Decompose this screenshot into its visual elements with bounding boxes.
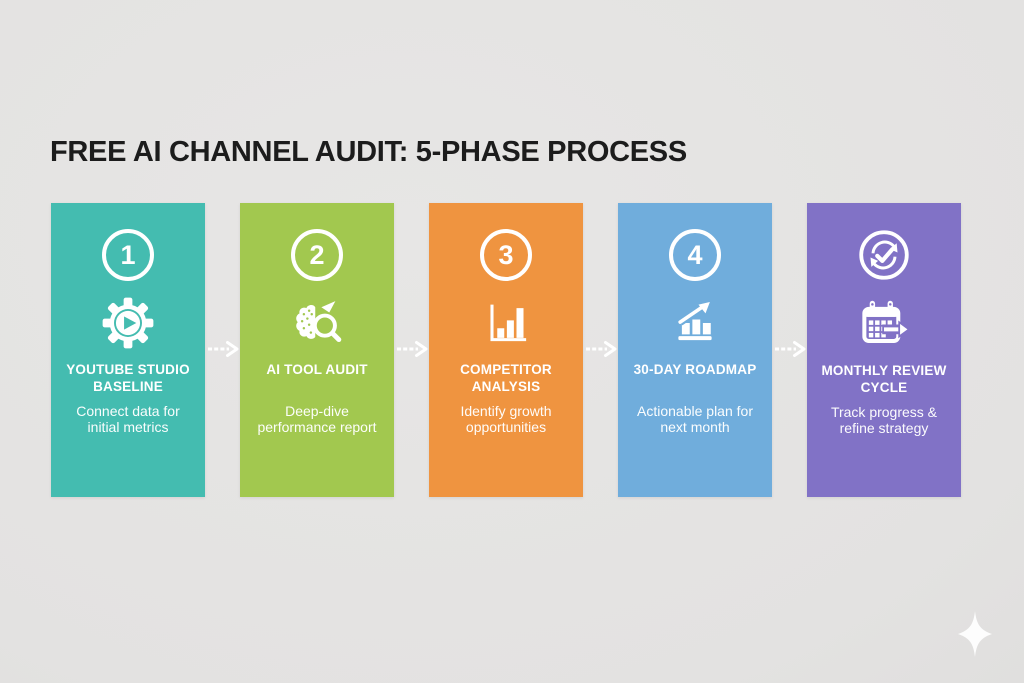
phase-card-1: 1 [51, 203, 205, 497]
arrow-icon [394, 203, 429, 497]
arrow-icon [772, 203, 807, 497]
sync-check-icon [857, 228, 911, 282]
growth-chart-icon [667, 295, 723, 351]
phase-description: Track progress & refine strategy [830, 404, 938, 436]
phase-1-number-badge: 1 [102, 229, 154, 281]
arrow-icon [205, 203, 240, 497]
phase-title: AI TOOL AUDIT [266, 362, 368, 377]
phase-card-5: MONTHLY REVIEW CYCLE Track progress & re… [807, 203, 961, 497]
phase-3-number-badge: 3 [480, 229, 532, 281]
brain-magnifier-icon [289, 295, 345, 351]
phase-card-4: 4 30-DAY ROADMAP Actionable plan for nex… [618, 203, 772, 497]
arrow-icon [583, 203, 618, 497]
phase-title: COMPETITOR ANALYSIS [460, 362, 552, 394]
phase-4-number-badge: 4 [669, 229, 721, 281]
phase-title: MONTHLY REVIEW CYCLE [821, 363, 947, 395]
calendar-arrow-icon [855, 296, 913, 352]
phase-description: Actionable plan for next month [637, 403, 753, 435]
sparkle-icon [958, 611, 992, 657]
phase-title: 30-DAY ROADMAP [633, 362, 757, 377]
phase-number: 4 [687, 239, 703, 270]
bar-chart-icon [478, 295, 534, 351]
phases-row: 1 [51, 203, 961, 497]
phase-card-2: 2 AI TOOL AUDIT Deep-dive perfo [240, 203, 394, 497]
phase-2-number-badge: 2 [291, 229, 343, 281]
phase-card-3: 3 COMPETITOR ANALYSIS Identify growth op… [429, 203, 583, 497]
phase-description: Identify growth opportunities [460, 403, 552, 435]
phase-number: 2 [309, 239, 325, 270]
phase-description: Deep-dive performance report [257, 403, 377, 435]
phase-title: YOUTUBE STUDIO BASELINE [66, 362, 190, 394]
youtube-gear-play-icon [100, 295, 156, 351]
phase-number: 3 [498, 239, 514, 270]
page-title: FREE AI CHANNEL AUDIT: 5-PHASE PROCESS [50, 136, 687, 168]
phase-description: Connect data for initial metrics [76, 403, 180, 435]
phase-number: 1 [120, 239, 136, 270]
